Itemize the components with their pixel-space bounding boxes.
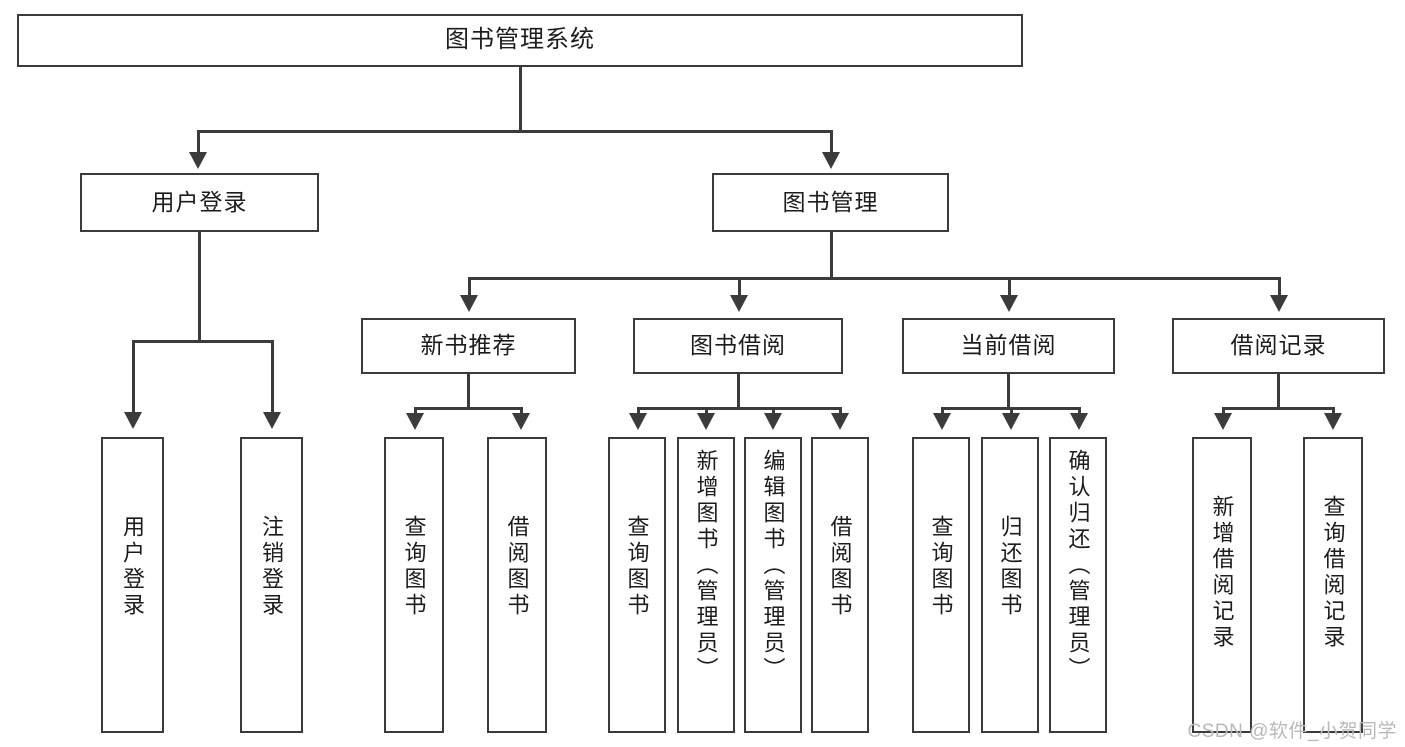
node-label: 借阅图书 [504, 515, 530, 619]
arrow-down-icon [697, 413, 715, 430]
node-book-management[interactable]: 图书管理 [712, 173, 949, 232]
arrow-down-icon [1070, 413, 1088, 430]
connector-new-book-drop-1 [414, 407, 417, 417]
connector-book-borrow-drop-1 [637, 407, 640, 417]
node-root-library-system[interactable]: 图书管理系统 [17, 14, 1023, 67]
connector-book-mgmt-drop-3 [1008, 277, 1011, 299]
arrow-down-icon [822, 152, 840, 169]
connector-book-mgmt-drop-4 [1278, 277, 1281, 299]
leaf-query-borrow-record[interactable]: 查询借阅记录 [1303, 437, 1363, 733]
arrow-down-icon [512, 413, 530, 430]
connector-book-mgmt-bus [468, 277, 1278, 280]
arrow-down-icon [933, 413, 951, 430]
connector-root-stem [519, 67, 522, 130]
connector-user-login-bus [132, 340, 274, 343]
connector-borrow-record-drop-1 [1222, 407, 1225, 417]
leaf-borrow-book[interactable]: 借阅图书 [811, 437, 869, 733]
node-label: 新增借阅记录 [1209, 495, 1235, 651]
arrow-down-icon [1270, 295, 1288, 312]
node-label: 注销登录 [259, 515, 285, 619]
node-new-book-recommend[interactable]: 新书推荐 [361, 318, 576, 374]
connector-current-borrow-drop-1 [941, 407, 944, 417]
node-user-login[interactable]: 用户登录 [80, 173, 319, 232]
arrow-down-icon [189, 152, 207, 169]
connector-borrow-record-stem [1277, 374, 1280, 410]
node-label: 查询图书 [624, 515, 650, 619]
connector-user-login-drop-1 [132, 340, 135, 416]
arrow-down-icon [1002, 413, 1020, 430]
connector-user-login-drop-2 [271, 340, 274, 416]
node-label: 用户登录 [120, 515, 146, 619]
leaf-logout[interactable]: 注销登录 [240, 437, 303, 733]
leaf-borrow-book-recommend[interactable]: 借阅图书 [487, 437, 547, 733]
leaf-query-book-current[interactable]: 查询图书 [912, 437, 970, 733]
arrow-down-icon [831, 413, 849, 430]
connector-new-book-drop-2 [520, 407, 523, 417]
leaf-edit-book-admin[interactable]: 编辑图书（管理员） [744, 437, 802, 733]
node-label: 新书推荐 [420, 332, 517, 359]
connector-current-borrow-drop-2 [1010, 407, 1013, 417]
leaf-query-book-borrow[interactable]: 查询图书 [608, 437, 666, 733]
connector-current-borrow-stem [1007, 374, 1010, 410]
leaf-return-book[interactable]: 归还图书 [981, 437, 1039, 733]
connector-current-borrow-drop-3 [1078, 407, 1081, 417]
node-label: 查询图书 [928, 515, 954, 619]
leaf-add-borrow-record[interactable]: 新增借阅记录 [1192, 437, 1252, 733]
node-label: 用户登录 [151, 188, 248, 215]
node-label: 当前借阅 [960, 332, 1057, 359]
node-label: 查询借阅记录 [1320, 495, 1346, 651]
connector-root-drop-1 [197, 130, 200, 156]
arrow-down-icon [1214, 413, 1232, 430]
connector-root-bus [197, 130, 833, 133]
arrow-down-icon [460, 295, 478, 312]
connector-book-mgmt-drop-2 [738, 277, 741, 299]
node-current-borrow[interactable]: 当前借阅 [902, 318, 1115, 374]
node-label: 借阅图书 [827, 515, 853, 619]
node-label: 图书管理 [782, 188, 879, 215]
leaf-add-book-admin[interactable]: 新增图书（管理员） [677, 437, 735, 733]
connector-new-book-stem [467, 374, 470, 410]
arrow-down-icon [764, 413, 782, 430]
arrow-down-icon [629, 413, 647, 430]
node-label: 查询图书 [401, 515, 427, 619]
connector-user-login-stem [198, 232, 201, 342]
arrow-down-icon [406, 413, 424, 430]
connector-book-mgmt-drop-1 [468, 277, 471, 299]
connector-book-borrow-stem [737, 374, 740, 410]
connector-root-drop-2 [830, 130, 833, 156]
connector-borrow-record-drop-2 [1332, 407, 1335, 417]
connector-new-book-bus [414, 407, 522, 410]
connector-book-borrow-drop-4 [839, 407, 842, 417]
node-label: 确认归还（管理员） [1065, 449, 1091, 683]
connector-borrow-record-bus [1222, 407, 1335, 410]
node-label: 图书借阅 [690, 332, 786, 359]
leaf-confirm-return-admin[interactable]: 确认归还（管理员） [1049, 437, 1107, 733]
arrow-down-icon [263, 412, 281, 429]
node-borrow-record[interactable]: 借阅记录 [1172, 318, 1385, 374]
connector-book-borrow-bus [637, 407, 841, 410]
arrow-down-icon [1000, 295, 1018, 312]
leaf-query-book-recommend[interactable]: 查询图书 [384, 437, 444, 733]
node-label: 新增图书（管理员） [693, 449, 719, 683]
arrow-down-icon [730, 295, 748, 312]
node-label: 编辑图书（管理员） [760, 449, 786, 683]
arrow-down-icon [1324, 413, 1342, 430]
connector-book-borrow-drop-3 [772, 407, 775, 417]
node-label: 借阅记录 [1230, 332, 1327, 359]
node-label: 归还图书 [997, 515, 1023, 619]
node-label: 图书管理系统 [445, 26, 595, 54]
connector-book-borrow-drop-2 [705, 407, 708, 417]
arrow-down-icon [124, 412, 142, 429]
connector-book-mgmt-stem [830, 232, 833, 280]
leaf-user-login[interactable]: 用户登录 [101, 437, 164, 733]
node-book-borrow[interactable]: 图书借阅 [633, 318, 843, 374]
